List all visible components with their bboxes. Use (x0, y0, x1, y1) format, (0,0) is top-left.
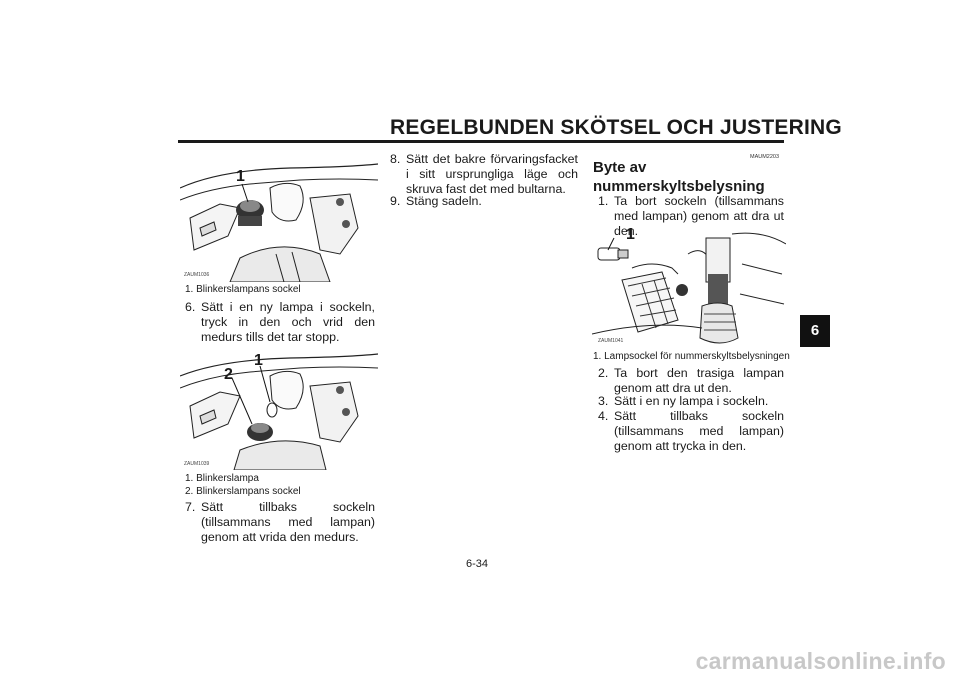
turn-signal-bulb-illustration (180, 353, 378, 470)
step-number: 9. (390, 194, 401, 208)
figure-code: ZAUM1039 (184, 461, 210, 467)
page-header-title: REGELBUNDEN SKÖTSEL OCH JUSTERING (390, 116, 842, 139)
step-text: Sätt det bakre förvaringsfacket i sitt u… (406, 152, 578, 196)
step-number: 7. (185, 500, 196, 514)
section-title-line-1: Byte av (593, 159, 647, 176)
callout-1: 1 (254, 352, 263, 369)
step-text: Ta bort den trasiga lampan genom att dra… (614, 366, 784, 395)
header-rule (178, 140, 784, 143)
figure-code: ZAUM1041 (598, 338, 624, 344)
figure-caption-2: 2. Blinkerslampans sockel (185, 486, 301, 497)
step-number: 1. (598, 194, 609, 208)
step-number: 3. (598, 394, 609, 408)
watermark[interactable]: carmanualsonline.info (695, 648, 946, 674)
step-7: 7. Sätt tillbaks sockeln (tillsammans me… (185, 500, 375, 545)
step-1: 1. Ta bort sockeln (tillsammans med lamp… (598, 194, 784, 239)
figure-turn-signal-socket: 1 ZAUM1036 (180, 158, 378, 282)
turn-signal-socket-illustration (180, 163, 378, 282)
figure-caption-1: 1. Blinkerslampa (185, 473, 259, 484)
step-number: 8. (390, 152, 401, 166)
section-title: Byte av nummerskyltsbelysning (593, 158, 765, 196)
step-4: 4. Sätt tillbaks sockeln (tillsammans me… (598, 409, 784, 454)
figure-caption: 1. Lampsockel för nummerskyltsbelysninge… (593, 351, 790, 362)
page-number: 6-34 (466, 558, 489, 570)
step-text: Sätt tillbaks sockeln (tillsammans med l… (614, 409, 784, 453)
step-9: 9. Stäng sadeln. (390, 194, 578, 209)
step-2: 2. Ta bort den trasiga lampan genom att … (598, 366, 784, 396)
callout-1: 1 (626, 226, 635, 243)
step-number: 2. (598, 366, 609, 380)
chapter-tab[interactable]: 6 (800, 315, 830, 347)
license-light-illustration (592, 232, 786, 344)
section-code: MAUM2203 (750, 154, 780, 160)
figure-turn-signal-bulb: 2 1 ZAUM1039 (180, 350, 378, 470)
step-text: Sätt i en ny lampa i sockeln, tryck in d… (201, 300, 375, 344)
callout-2: 2 (224, 366, 233, 383)
step-text: Ta bort sockeln (tillsammans med lampan)… (614, 194, 784, 238)
step-3: 3. Sätt i en ny lampa i sockeln. (598, 394, 784, 409)
step-number: 4. (598, 409, 609, 423)
section-title-line-2: nummerskyltsbelysning (593, 178, 765, 195)
step-6: 6. Sätt i en ny lampa i sockeln, tryck i… (185, 300, 375, 345)
figure-caption: 1. Blinkerslampans sockel (185, 284, 301, 295)
step-number: 6. (185, 300, 196, 314)
figure-code: ZAUM1036 (184, 272, 210, 278)
figure-license-light: 1 ZAUM1041 (592, 224, 786, 348)
step-text: Stäng sadeln. (406, 194, 482, 208)
step-text: Sätt i en ny lampa i sockeln. (614, 394, 769, 408)
step-text: Sätt tillbaks sockeln (tillsammans med l… (201, 500, 375, 544)
step-8: 8. Sätt det bakre förvaringsfacket i sit… (390, 152, 578, 197)
callout-1: 1 (236, 168, 245, 185)
